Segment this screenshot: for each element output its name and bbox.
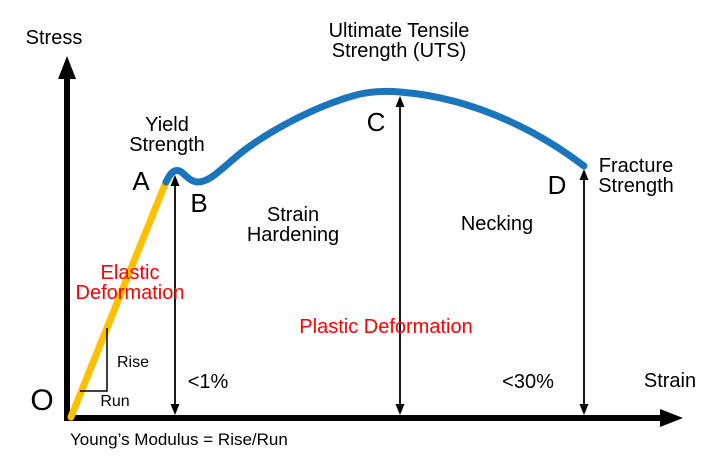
necking-strain-limit-label: <30% [502, 371, 554, 393]
rise-run-triangle [80, 328, 108, 392]
rise-label: Rise [116, 354, 150, 371]
x-axis-label: Strain [643, 370, 697, 392]
yield-strength-line2: Strength [129, 134, 205, 156]
necking-label: Necking [460, 213, 534, 235]
fracture-strength-line2: Strength [598, 175, 674, 197]
point-d-label: D [547, 170, 567, 200]
fracture-measure-arrow [579, 169, 589, 415]
yield-strength-line1: Yield [145, 114, 189, 136]
fracture-strength-line1: Fracture [598, 155, 674, 177]
strain-hardening-label: Strain Hardening [247, 205, 339, 245]
uts-line1: Ultimate Tensile [328, 20, 470, 42]
arrow-down-icon [170, 404, 180, 415]
fracture-strength-label: Fracture Strength [598, 156, 674, 196]
elastic-strain-limit-label: <1% [187, 371, 229, 393]
stress-strain-curve [162, 87, 588, 186]
elastic-deformation-line1: Elastic [100, 262, 160, 284]
uts-measure-arrow [395, 96, 405, 415]
y-axis-label: Stress [25, 27, 83, 49]
point-a-label: A [132, 166, 150, 196]
point-c-label: C [366, 107, 386, 137]
arrow-up-icon [579, 169, 589, 180]
arrow-up-icon [395, 96, 405, 107]
arrow-up-icon [170, 175, 180, 186]
uts-line2: Strength (UTS) [331, 40, 467, 62]
uts-label: Ultimate Tensile Strength (UTS) [329, 21, 470, 61]
yield-strength-label: Yield Strength [129, 115, 205, 155]
plastic-deformation-label: Plastic Deformation [299, 316, 473, 338]
arrow-down-icon [579, 404, 589, 415]
run-label: Run [100, 393, 130, 410]
youngs-modulus-formula: Young’s Modulus = Rise/Run [70, 430, 288, 449]
strain-hardening-line2: Hardening [246, 224, 340, 246]
elastic-deformation-label: Elastic Deformation [76, 263, 185, 303]
arrow-down-icon [395, 404, 405, 415]
strain-hardening-line1: Strain [266, 204, 320, 226]
y-axis-arrowhead-icon [58, 56, 76, 79]
x-axis-arrowhead-icon [660, 409, 683, 427]
origin-label: O [30, 384, 54, 417]
point-b-label: B [190, 188, 208, 218]
elastic-deformation-line2: Deformation [75, 282, 185, 304]
yield-measure-arrow [170, 175, 180, 415]
elastic-region-line [67, 178, 170, 421]
